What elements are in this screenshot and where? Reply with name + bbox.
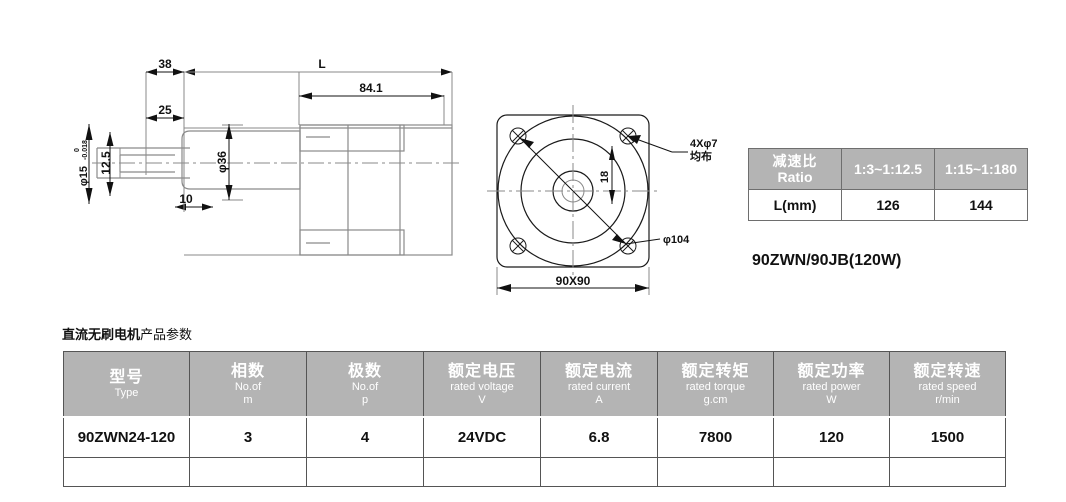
spec-col-header-poles: 极数 No.of p	[306, 351, 424, 418]
dim-L: L	[184, 57, 452, 76]
dim-phi36: φ36	[215, 124, 233, 200]
dim-phi104-label: φ104	[663, 234, 690, 246]
spec-cell-power: 120	[773, 416, 890, 458]
spec-cell-empty-2	[306, 457, 424, 487]
spec-col-0-en: Type	[114, 387, 139, 399]
dim-18: 18	[599, 146, 615, 204]
dim-25: 25	[146, 103, 184, 122]
spec-col-2-cn: 极数	[347, 362, 382, 380]
spec-section-heading: 直流无刷电机产品参数	[62, 324, 192, 343]
spec-col-header-speed: 额定转速 rated speed r/min	[889, 351, 1006, 418]
table-row-partial	[63, 457, 1006, 487]
dim-phi15-tolerance-lower: -0.018	[82, 140, 89, 160]
ratio-header-en: Ratio	[777, 169, 813, 185]
spec-table-header-row: 型号 Type 相数 No.of m 极数 No.of p 额定电压 rated…	[63, 351, 1006, 418]
spec-col-0-cn: 型号	[109, 369, 144, 386]
dim-phi36-label: φ36	[215, 151, 229, 173]
spec-cell-torque: 7800	[657, 416, 774, 458]
spec-cell-type: 90ZWN24-120	[63, 416, 190, 458]
note-4x-phi7-line1: 4Xφ7	[690, 138, 717, 150]
spec-cell-empty-7	[889, 457, 1006, 487]
dim-L-label: L	[318, 57, 325, 71]
dim-38-label: 38	[158, 57, 172, 71]
motor-body-outline	[299, 124, 453, 256]
ratio-table: 减速比 Ratio 1:3~1:12.5 1:15~1:180 L(mm) 12…	[748, 148, 1028, 221]
spec-col-7-unit: r/min	[935, 393, 960, 406]
spec-cell-empty-1	[189, 457, 307, 487]
spec-cell-empty-0	[63, 457, 190, 487]
dim-10: 10	[175, 190, 213, 212]
spec-heading-tail: 产品参数	[140, 327, 193, 342]
spec-heading-bold: 直流无刷电机	[62, 327, 141, 342]
spec-col-2-en: No.of	[351, 380, 379, 393]
dim-phi15-tolerance-upper: 0	[74, 148, 81, 152]
ratio-table-header-row: 减速比 Ratio 1:3~1:12.5 1:15~1:180	[748, 148, 1028, 190]
spec-col-4-cn: 额定电流	[564, 362, 633, 380]
technical-drawing: 38 25 10 12.5	[74, 57, 717, 295]
spec-cell-empty-3	[423, 457, 541, 487]
dim-18-label: 18	[599, 171, 611, 183]
spec-col-5-unit: g.cm	[703, 393, 728, 406]
model-caption: 90ZWN/90JB(120W)	[752, 252, 902, 269]
front-view: 4Xφ7 均布 φ104 18	[487, 105, 717, 295]
dim-phi15: φ15 0 -0.018	[74, 124, 93, 204]
spec-cell-current: 6.8	[540, 416, 658, 458]
ratio-col-1: 1:3~1:12.5	[841, 148, 935, 190]
spec-table: 型号 Type 相数 No.of m 极数 No.of p 额定电压 rated…	[63, 351, 1006, 487]
spec-col-7-cn: 额定转速	[913, 362, 982, 380]
dim-90x90: 90X90	[496, 267, 650, 295]
spec-cell-empty-5	[657, 457, 774, 487]
spec-col-1-cn: 相数	[230, 362, 265, 380]
dim-phi15-label: φ15	[78, 166, 90, 186]
leader-phi104: φ104	[519, 137, 690, 246]
ratio-table-row: L(mm) 126 144	[748, 189, 1028, 221]
dim-12-5: 12.5	[99, 132, 114, 196]
shaft-boss	[181, 130, 301, 190]
dim-84-1: 84.1	[299, 81, 444, 100]
spec-col-4-unit: A	[595, 393, 603, 406]
table-row: 90ZWN24-120 3 4 24VDC 6.8 7800 120 1500	[63, 416, 1006, 458]
spec-col-4-en: rated current	[567, 380, 631, 393]
ratio-row-value-2: 144	[934, 189, 1028, 221]
spec-cell-poles: 4	[306, 416, 424, 458]
spec-col-6-en: rated power	[802, 380, 861, 393]
dim-12-5-label: 12.5	[99, 151, 113, 175]
spec-col-3-unit: V	[478, 393, 486, 406]
spec-col-header-type: 型号 Type	[63, 351, 190, 418]
dim-38: 38	[146, 57, 300, 76]
spec-col-1-unit: m	[243, 393, 253, 406]
ratio-header-cn: 减速比	[772, 153, 818, 169]
spec-cell-empty-4	[540, 457, 658, 487]
spec-col-3-en: rated voltage	[450, 380, 514, 393]
dim-84-1-label: 84.1	[359, 81, 383, 95]
spec-col-6-cn: 额定功率	[797, 362, 866, 380]
spec-col-header-torque: 额定转矩 rated torque g.cm	[657, 351, 774, 418]
dim-10-label: 10	[179, 192, 193, 206]
spec-col-2-unit: p	[361, 393, 369, 406]
ratio-table-header-label: 减速比 Ratio	[748, 148, 842, 190]
spec-col-5-cn: 额定转矩	[681, 362, 750, 380]
spec-cell-speed: 1500	[889, 416, 1006, 458]
spec-cell-voltage: 24VDC	[423, 416, 541, 458]
leader-4x-phi7: 4Xφ7 均布	[627, 135, 717, 163]
spec-cell-empty-6	[773, 457, 890, 487]
spec-col-header-voltage: 额定电压 rated voltage V	[423, 351, 541, 418]
dim-25-label: 25	[158, 103, 172, 117]
spec-col-7-en: rated speed	[918, 380, 977, 393]
spec-col-header-phases: 相数 No.of m	[189, 351, 307, 418]
ratio-row-value-1: 126	[841, 189, 935, 221]
dim-90x90-label: 90X90	[556, 274, 591, 288]
ratio-row-label: L(mm)	[748, 189, 842, 221]
spec-col-3-cn: 额定电压	[447, 362, 516, 380]
spec-col-6-unit: W	[826, 393, 837, 406]
note-4x-phi7-line2: 均布	[690, 149, 712, 163]
spec-col-header-current: 额定电流 rated current A	[540, 351, 658, 418]
spec-col-header-power: 额定功率 rated power W	[773, 351, 890, 418]
ratio-col-2: 1:15~1:180	[934, 148, 1028, 190]
side-view: 38 25 10 12.5	[74, 57, 460, 256]
spec-col-5-en: rated torque	[685, 380, 746, 393]
spec-col-1-en: No.of	[234, 380, 262, 393]
mounting-holes	[509, 127, 637, 255]
spec-cell-phases: 3	[189, 416, 307, 458]
